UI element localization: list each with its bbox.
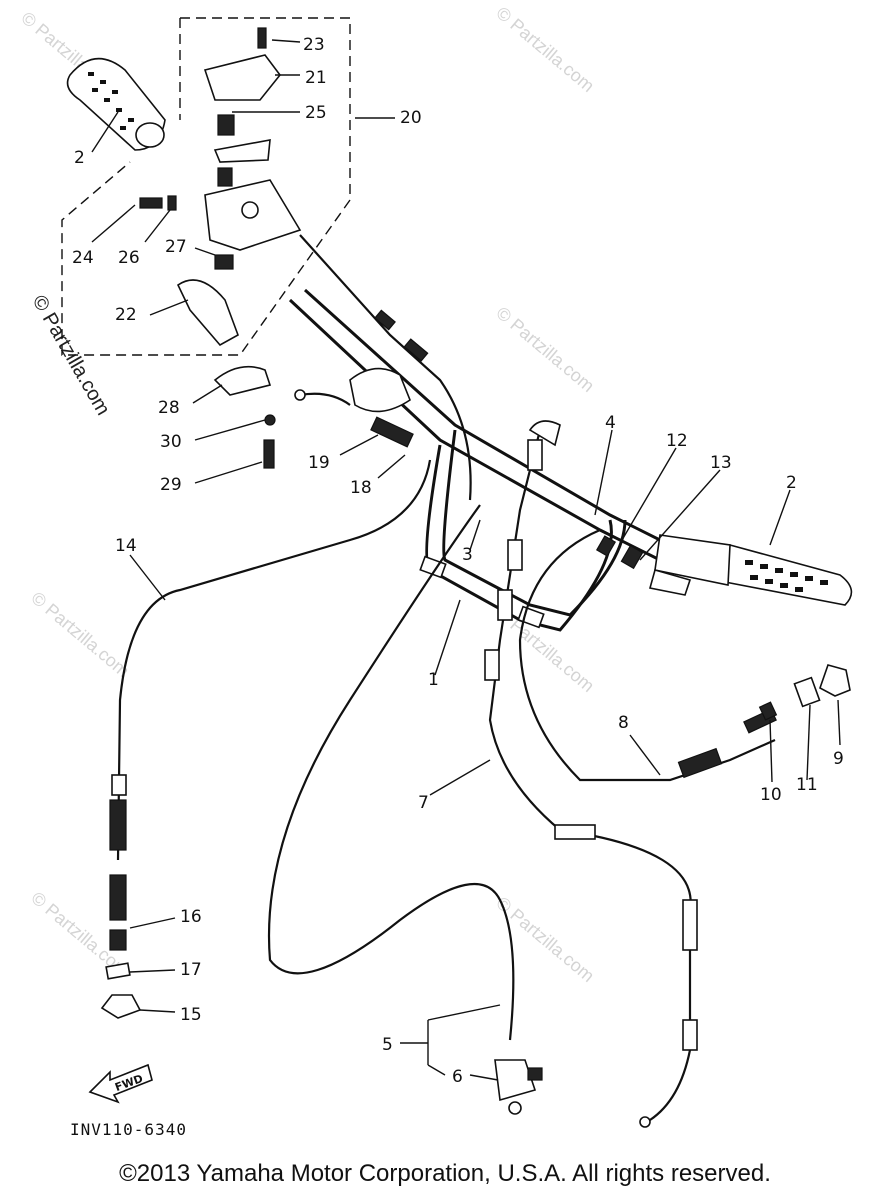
callout-21: 21 [305, 68, 327, 88]
callout-9: 9 [833, 749, 844, 769]
left-grip [66, 57, 166, 151]
adjuster-parts [758, 664, 851, 721]
callout-6: 6 [452, 1067, 463, 1087]
callout-17: 17 [180, 960, 202, 980]
callout-16: 16 [180, 907, 202, 927]
watermark: © Partzilla.com [27, 588, 133, 681]
copyright-notice: ©2013 Yamaha Motor Corporation, U.S.A. A… [119, 1160, 771, 1187]
switch-assembly [139, 27, 302, 469]
cables [109, 234, 777, 1128]
callout-13: 13 [710, 453, 732, 473]
callout-2: 2 [74, 148, 85, 168]
fwd-arrow-icon: FWD [88, 1063, 153, 1104]
callout-29: 29 [160, 475, 182, 495]
callout-15: 15 [180, 1005, 202, 1025]
callout-14: 14 [115, 536, 137, 556]
watermark: © Partzilla.com [492, 893, 598, 986]
right-grip [654, 534, 853, 606]
watermarks: © Partzilla.com © Partzilla.com © Partzi… [17, 3, 598, 986]
callout-1: 1 [428, 670, 439, 690]
callout-10: 10 [760, 785, 782, 805]
leader-lines [91, 39, 841, 1081]
callout-4: 4 [605, 413, 616, 433]
assembly-frame [61, 17, 351, 356]
watermark: © Partzilla.com [492, 3, 598, 96]
callout-11: 11 [796, 775, 818, 795]
callout-8: 8 [618, 713, 629, 733]
callout-23: 23 [303, 35, 325, 55]
callout-19: 19 [308, 453, 330, 473]
callout-22: 22 [115, 305, 137, 325]
callout-30: 30 [160, 432, 182, 452]
callout-24: 24 [72, 248, 94, 268]
callout-26: 26 [118, 248, 140, 268]
callout-25: 25 [305, 103, 327, 123]
callout-2: 2 [786, 473, 797, 493]
callout-3: 3 [462, 545, 473, 565]
callouts: 2 23 21 25 20 24 26 27 22 28 30 29 19 18… [72, 35, 844, 1087]
callout-28: 28 [158, 398, 180, 418]
handlebar [288, 288, 671, 632]
callout-20: 20 [400, 108, 422, 128]
watermark: © Partzilla.com [492, 303, 598, 396]
adjuster-parts-left [100, 962, 142, 1019]
callout-18: 18 [350, 478, 372, 498]
throttle-assembly [494, 535, 692, 1115]
callout-5: 5 [382, 1035, 393, 1055]
callout-7: 7 [418, 793, 429, 813]
callout-12: 12 [666, 431, 688, 451]
diagram-code: INV110-6340 [70, 1120, 187, 1139]
callout-27: 27 [165, 237, 187, 257]
clutch-lever-holder [294, 367, 414, 448]
fwd-label: FWD [113, 1072, 144, 1094]
